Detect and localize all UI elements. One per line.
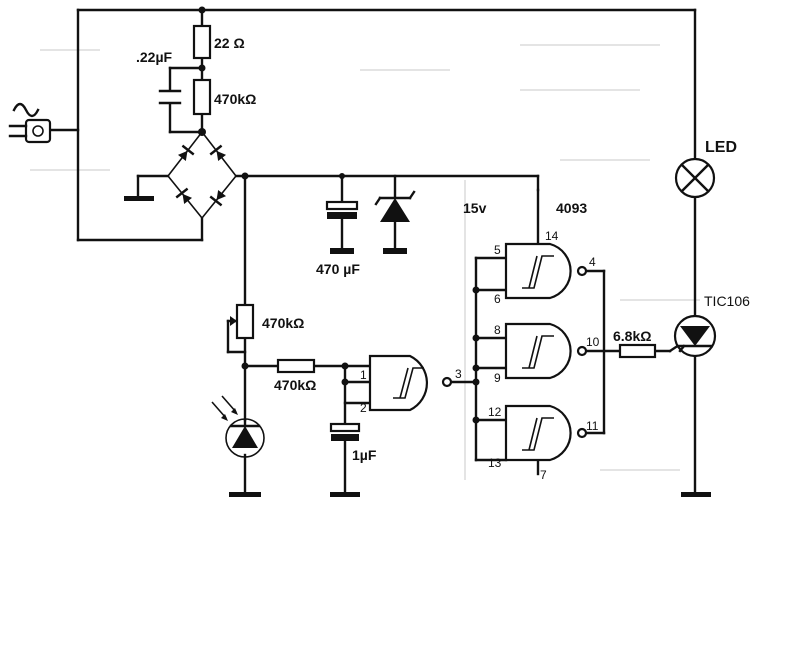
pin-10: 10: [586, 335, 600, 349]
label-c-022: .22µF: [136, 49, 173, 65]
pin-11: 11: [586, 419, 599, 433]
label-r-470k-pot: 470kΩ: [262, 315, 304, 331]
label-scr: TIC106: [704, 293, 750, 309]
ac-plug-icon: [8, 102, 52, 144]
label-r-470k-top: 470kΩ: [214, 91, 256, 107]
schmitt-nand-gate-1: [368, 354, 453, 412]
resistor-22-ohm: [192, 24, 212, 60]
label-r-68k: 6.8kΩ: [613, 328, 651, 344]
pin-7: 7: [540, 468, 547, 482]
label-c-1u: 1µF: [352, 447, 377, 463]
label-led: LED: [705, 139, 737, 156]
scr-thyristor: [673, 314, 717, 358]
resistor-470k-series: [276, 358, 316, 374]
pin-12: 12: [488, 405, 502, 419]
led-lamp: [674, 157, 716, 199]
capacitor-1uF: [329, 422, 361, 441]
schmitt-nand-gate-3: [504, 322, 588, 380]
label-r-22: 22 Ω: [214, 35, 245, 51]
label-supply: 15v: [463, 200, 487, 216]
pin-3: 3: [455, 367, 462, 381]
capacitor-470uF: [325, 200, 359, 254]
capacitor-0-22uF: [158, 89, 182, 105]
schmitt-nand-gate-2: [504, 242, 588, 300]
pin-5: 5: [494, 243, 501, 257]
ground-symbols: [124, 196, 711, 497]
pin-9: 9: [494, 371, 501, 385]
photodiode: [211, 395, 265, 458]
schmitt-nand-gate-4: [504, 404, 588, 462]
background-bleed: [30, 44, 700, 480]
pin-1: 1: [360, 368, 367, 382]
pin-4: 4: [589, 255, 596, 269]
resistor-470k-top: [192, 78, 212, 116]
zener-diode: [374, 190, 416, 254]
label-r-470k-series: 470kΩ: [274, 377, 316, 393]
pin-13: 13: [488, 456, 502, 470]
pin-14: 14: [545, 229, 559, 243]
label-c-470u: 470 µF: [316, 261, 360, 277]
component-labels: 22 Ω .22µF 470kΩ 470 µF 15v 4093 470kΩ 4…: [136, 35, 750, 463]
pin-numbers: 1 2 3 5 6 14 4 8 9 10 12 13 11 7: [360, 229, 600, 482]
wires: [48, 8, 697, 494]
resistor-6-8k: [618, 343, 657, 359]
pin-8: 8: [494, 323, 501, 337]
pin-2: 2: [360, 401, 367, 415]
pin-6: 6: [494, 292, 501, 306]
label-ic: 4093: [556, 200, 587, 216]
bridge-rectifier: [166, 130, 238, 220]
potentiometer-470k: [226, 303, 255, 340]
